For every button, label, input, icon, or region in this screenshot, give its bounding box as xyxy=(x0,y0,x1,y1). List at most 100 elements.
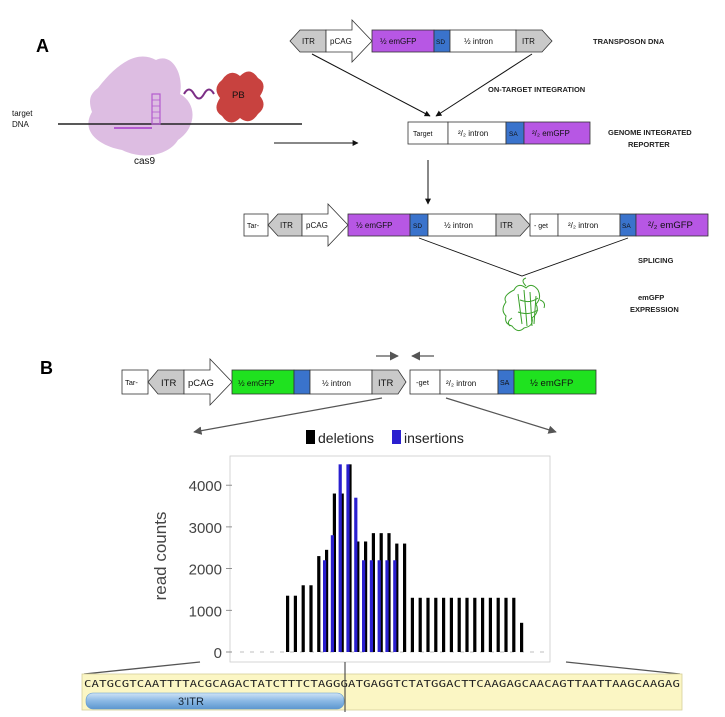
y-tick-label: 4000 xyxy=(189,478,222,495)
int-intron-label: ½ intron xyxy=(444,221,473,230)
b-intron-label: ½ intron xyxy=(322,379,351,388)
cas9-label: cas9 xyxy=(134,156,156,167)
integrated-construct: Tar- ITR pCAG ½ emGFP SD ½ intron ITR - … xyxy=(243,203,709,247)
deletion-bar xyxy=(473,597,477,652)
insertion-bar xyxy=(354,497,358,652)
itr-right-label: ITR xyxy=(522,37,535,46)
pb-label: PB xyxy=(232,90,245,101)
panel-a-letter: A xyxy=(36,36,49,56)
b-itr-left-label: ITR xyxy=(161,378,176,389)
insertion-bar xyxy=(330,535,334,652)
deletion-bar xyxy=(520,622,524,652)
int-intron2-label: ²/₂ intron xyxy=(568,221,598,230)
gfp-structure-icon xyxy=(502,277,545,332)
reporter-sa-label: SA xyxy=(509,131,518,138)
deletion-bar xyxy=(457,597,461,652)
reporter-label-line1: GENOME INTEGRATED xyxy=(608,128,692,137)
itr-bar-label: 3'ITR xyxy=(178,696,204,708)
sd-label: SD xyxy=(436,39,445,46)
insertion-bar xyxy=(385,560,389,652)
pb-shape xyxy=(216,71,264,123)
int-pcag-label: pCAG xyxy=(306,221,328,230)
insertion-bar xyxy=(338,464,342,652)
int-get-label: - get xyxy=(534,223,548,230)
transposon-construct: ITR pCAG ½ emGFP SD ½ intron ITR xyxy=(289,19,553,63)
deletion-bar xyxy=(395,543,399,652)
int-tar-label: Tar- xyxy=(247,223,260,230)
deletion-bar xyxy=(504,597,508,652)
y-axis-label: read counts xyxy=(151,512,170,601)
b-sa-label: SA xyxy=(500,380,510,387)
deletion-bar xyxy=(317,556,321,652)
deletion-bar xyxy=(340,493,344,652)
on-target-label: ON-TARGET INTEGRATION xyxy=(488,85,585,94)
y-tick-label: 2000 xyxy=(189,562,222,579)
itr-bar xyxy=(85,692,345,710)
half-intron-label: ½ intron xyxy=(464,37,493,46)
b-pcag-label: pCAG xyxy=(188,378,214,389)
cas9-blob xyxy=(88,56,193,156)
y-tick-label: 3000 xyxy=(189,520,222,537)
legend-label-deletions: deletions xyxy=(318,430,374,446)
reporter-emgfp-label: ²/₂ emGFP xyxy=(532,129,570,138)
legend-swatch-deletions xyxy=(306,430,315,444)
pcag-label: pCAG xyxy=(330,37,352,46)
cas9-complex: PB cas9 xyxy=(58,56,302,167)
itr-right-box xyxy=(515,29,553,53)
deletion-bar xyxy=(387,533,391,652)
itr-left-label: ITR xyxy=(302,37,315,46)
insertion-bar xyxy=(346,464,350,652)
b-intron2-label: ²/₂ intron xyxy=(446,379,476,388)
reporter-construct: Target ²/₂ intron SA ²/₂ emGFP xyxy=(407,121,591,145)
expression-line1: emGFP xyxy=(638,293,664,302)
deletion-bar xyxy=(325,549,329,652)
b-itr-right-label: ITR xyxy=(378,378,393,389)
insertion-bar xyxy=(362,560,366,652)
b-get-label: -get xyxy=(416,378,430,387)
deletion-bar xyxy=(442,597,446,652)
y-tick-label: 0 xyxy=(214,645,222,662)
insertion-bar xyxy=(377,560,381,652)
deletion-bar xyxy=(348,464,352,652)
deletion-bar xyxy=(410,597,414,652)
int-sd-label: SD xyxy=(413,223,422,230)
deletion-bar xyxy=(426,597,430,652)
int-itr-left-label: ITR xyxy=(280,221,293,230)
insertion-bar xyxy=(393,560,397,652)
b-emgfp2-label: ½ emGFP xyxy=(530,378,573,389)
guide-rna xyxy=(151,93,161,125)
reporter-label-line2: REPORTER xyxy=(628,140,670,149)
panel-b-construct: Tar- ITR pCAG ½ emGFP ½ intron ITR -get … xyxy=(121,358,597,406)
b-tar-label: Tar- xyxy=(125,378,138,387)
deletion-bar xyxy=(488,597,492,652)
legend-swatch-insertions xyxy=(392,430,401,444)
insertion-bar xyxy=(369,560,373,652)
deletion-bar xyxy=(403,543,407,652)
deletion-bar xyxy=(449,597,453,652)
splice-lines xyxy=(418,237,629,277)
bars xyxy=(286,464,524,652)
legend-label-insertions: insertions xyxy=(404,430,464,446)
panel-b-letter: B xyxy=(40,358,53,378)
half-emgfp-label: ½ emGFP xyxy=(380,37,416,46)
deletion-bar xyxy=(364,541,368,652)
linker xyxy=(183,88,215,100)
int-sa-label: SA xyxy=(622,223,631,230)
deletion-bar xyxy=(481,597,485,652)
int-itr-right-label: ITR xyxy=(500,221,513,230)
chart-legend: deletions insertions xyxy=(306,430,464,446)
transposon-dna-label: TRANSPOSON DNA xyxy=(593,37,665,46)
deletion-bar xyxy=(293,595,297,652)
deletion-bar xyxy=(356,541,360,652)
dna-sequence: CATGCGTCAATTTTACGCAGACTATCTTTCTAGGGATGAG… xyxy=(84,679,680,690)
deletion-bar xyxy=(301,585,305,652)
deletion-bar xyxy=(465,597,469,652)
b-emgfp-label: ½ emGFP xyxy=(238,379,274,388)
deletion-bar xyxy=(309,585,313,652)
int-emgfp2-label: ²/₂ emGFP xyxy=(648,220,693,231)
deletion-bar xyxy=(418,597,422,652)
deletion-bar xyxy=(379,533,383,652)
deletion-bar xyxy=(371,533,375,652)
